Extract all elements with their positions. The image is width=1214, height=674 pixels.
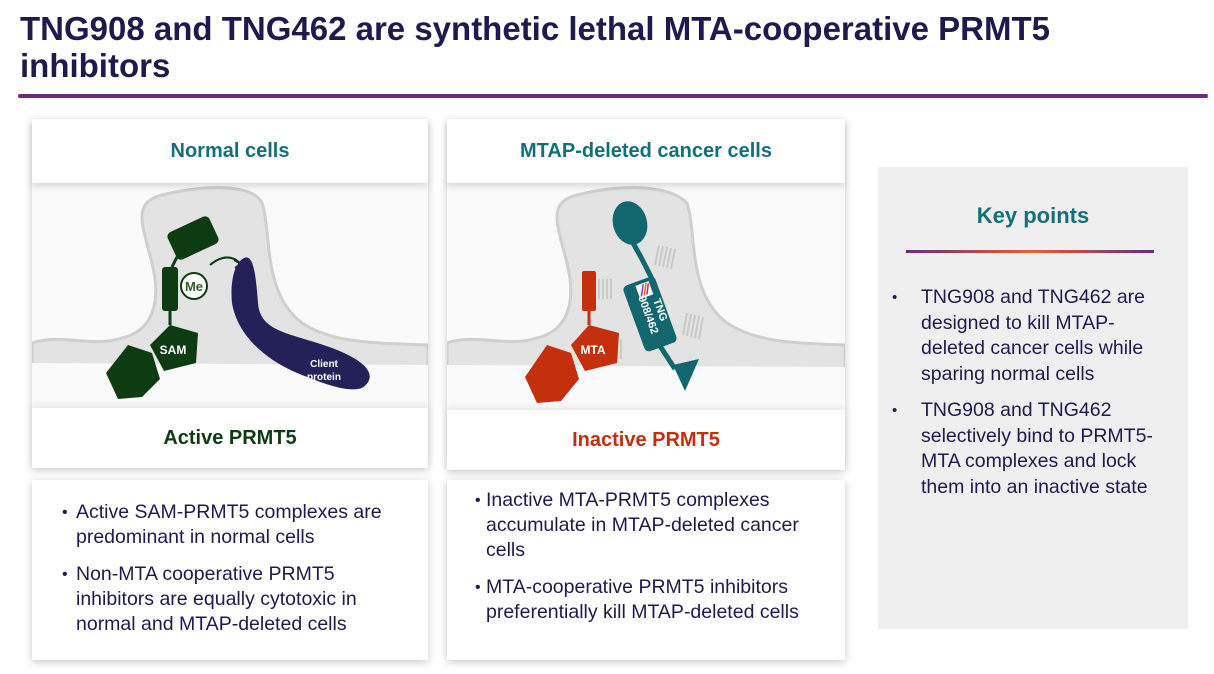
- list-item: •TNG908 and TNG462 are designed to kill …: [892, 286, 1146, 385]
- cancer-cells-card: MTAP-deleted cancer cells MTA: [447, 119, 845, 470]
- hexagon-shape: [106, 345, 160, 399]
- methyl-label: Me: [185, 279, 203, 294]
- normal-cells-heading: Normal cells: [32, 119, 428, 183]
- bullet-icon: •: [892, 402, 898, 419]
- client-protein-shape: [231, 257, 370, 390]
- list-item: •MTA-cooperative PRMT5 inhibitors prefer…: [475, 576, 799, 623]
- title-divider: [18, 94, 1208, 98]
- key-points-panel: Key points •TNG908 and TNG462 are design…: [878, 167, 1188, 629]
- cancer-cells-heading: MTAP-deleted cancer cells: [447, 119, 845, 183]
- normal-cells-diagram: SAM Me Client protein: [32, 183, 428, 408]
- key-points-heading: Key points: [976, 203, 1090, 228]
- bullet-icon: •: [62, 566, 68, 583]
- bullet-icon: •: [892, 289, 898, 306]
- mta-label: MTA: [580, 343, 605, 357]
- bullet-icon: •: [475, 492, 481, 509]
- cancer-cells-bullet-list: •Inactive MTA-PRMT5 complexes accumulate…: [447, 488, 845, 637]
- drug-tail-shape: [673, 359, 699, 391]
- sam-pentagon-shape: [150, 325, 198, 371]
- bullet-icon: •: [62, 504, 68, 521]
- normal-prmt5-illustration: SAM Me Client protein: [32, 186, 428, 408]
- key-points-list: •TNG908 and TNG462 are designed to kill …: [878, 285, 1188, 511]
- drug-head-shape: [612, 201, 648, 245]
- methyl-circle-shape: [180, 272, 208, 300]
- cancer-cells-footer: Inactive PRMT5: [447, 410, 845, 470]
- page-title: TNG908 and TNG462 are synthetic lethal M…: [20, 10, 1050, 84]
- key-points-divider: [906, 250, 1154, 253]
- enzyme-head-shape: [167, 216, 219, 260]
- cancer-cells-bullets-card: •Inactive MTA-PRMT5 complexes accumulate…: [447, 480, 845, 660]
- enzyme-body-shape: [162, 267, 178, 311]
- cancer-cells-diagram: MTA TNG 908/462: [447, 183, 845, 410]
- normal-cells-bullet-list: •Active SAM-PRMT5 complexes are predomin…: [32, 500, 428, 649]
- client-label-line1: Client: [310, 359, 338, 370]
- enzyme-body-shape: [582, 271, 596, 311]
- normal-cells-card: Normal cells SAM Me Client protein Activ…: [32, 119, 428, 468]
- client-label-line2: protein: [307, 372, 341, 383]
- hexagon-shape: [525, 345, 579, 403]
- sam-label: SAM: [160, 343, 187, 357]
- normal-cells-footer: Active PRMT5: [32, 408, 428, 468]
- bullet-icon: •: [475, 579, 481, 596]
- inactive-prmt5-illustration: MTA TNG 908/462: [447, 186, 845, 410]
- list-item: •Active SAM-PRMT5 complexes are predomin…: [62, 501, 382, 548]
- tng-logo-icon: [635, 281, 654, 300]
- list-item: •Non-MTA cooperative PRMT5 inhibitors ar…: [62, 563, 357, 635]
- drug-label-tag: [623, 276, 677, 352]
- list-item: •TNG908 and TNG462 selectively bind to P…: [892, 399, 1153, 498]
- list-item: •Inactive MTA-PRMT5 complexes accumulate…: [475, 489, 799, 561]
- mta-pentagon-shape: [571, 325, 619, 371]
- normal-cells-bullets-card: •Active SAM-PRMT5 complexes are predomin…: [32, 480, 428, 660]
